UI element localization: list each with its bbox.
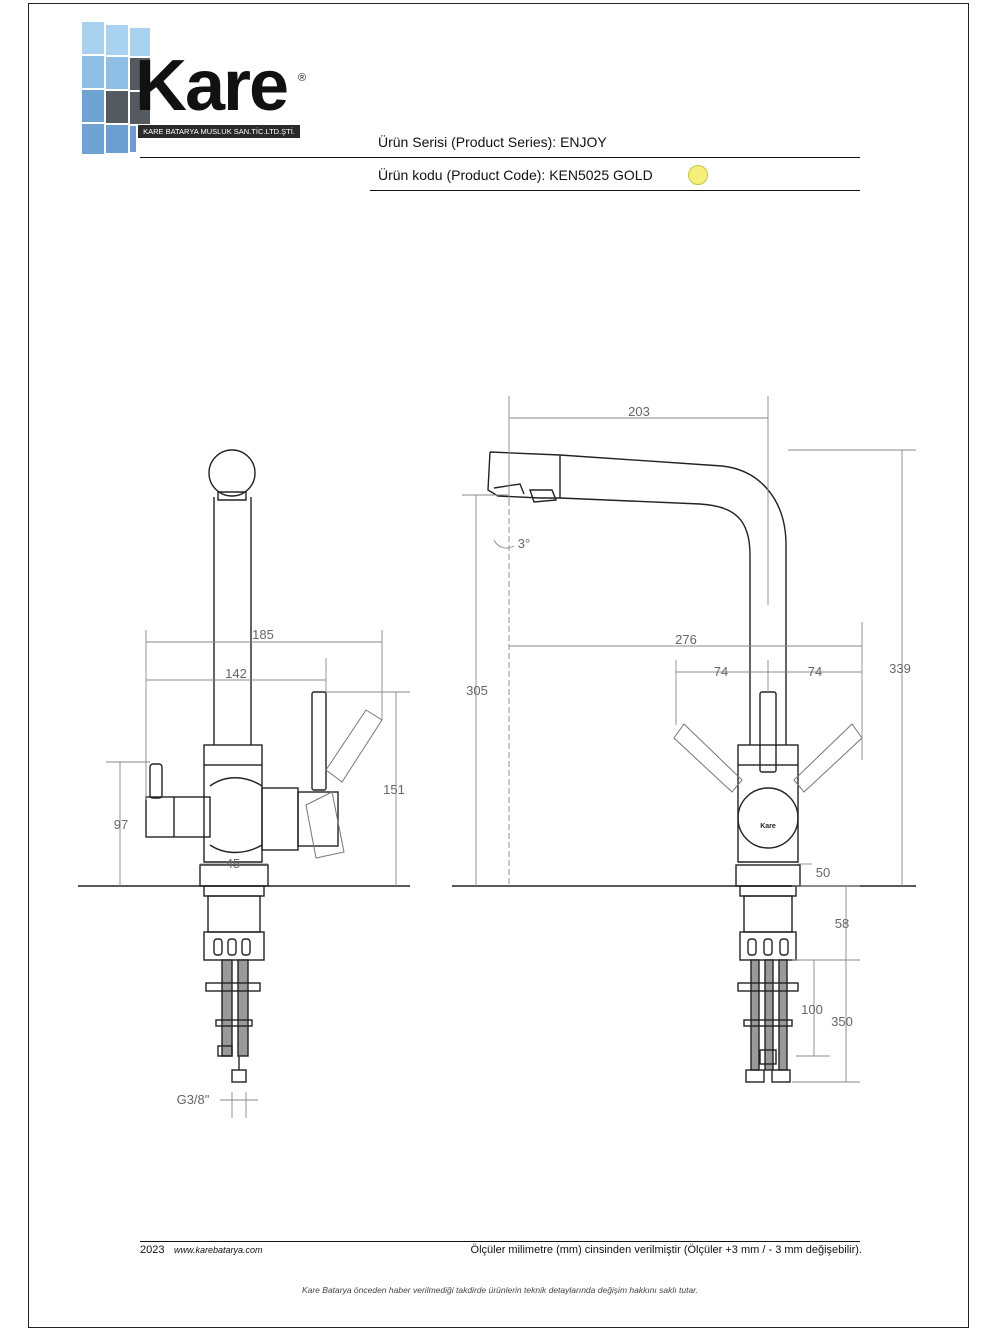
dim-74-right: 74: [808, 664, 822, 679]
dim-350: 350: [831, 1014, 853, 1029]
logo-wordmark: Kare: [135, 46, 289, 126]
dim-thread: G3/8": [177, 1092, 210, 1107]
registered-mark: ®: [298, 72, 307, 84]
dim-58: 58: [835, 916, 849, 931]
dim-276: 276: [675, 632, 697, 647]
dim-50: 50: [816, 865, 830, 880]
dim-100: 100: [801, 1002, 823, 1017]
footer-year: 2023: [140, 1244, 165, 1256]
side-view: [452, 451, 916, 1083]
dimension-labels: 185 142 97 151 45 G3/8" 203 3° 276 74 74…: [114, 404, 911, 1107]
dim-angle: 3°: [518, 536, 530, 551]
body-badge: Kare: [760, 823, 776, 830]
front-view: [78, 449, 410, 1083]
gold-finish-swatch: [688, 165, 708, 185]
footer-measurement-note: Ölçüler milimetre (mm) cinsinden verilmi…: [470, 1244, 862, 1256]
dim-97: 97: [114, 817, 128, 832]
side-dimension-lines: [462, 396, 916, 1083]
dim-74-left: 74: [714, 664, 728, 679]
footer-website: www.karebatarya.com: [174, 1245, 263, 1255]
dim-45: 45: [226, 856, 240, 871]
dim-185: 185: [252, 627, 274, 642]
dim-339: 339: [889, 661, 911, 676]
series-label: Ürün Serisi (Product Series):: [378, 134, 557, 150]
company-strip: KARE BATARYA MUSLUK SAN.TİC.LTD.ŞTİ.: [138, 125, 300, 138]
product-code: Ürün kodu (Product Code): KEN5025 GOLD: [378, 167, 653, 183]
front-dimension-lines: [106, 630, 410, 1118]
footer-disclaimer: Kare Batarya önceden haber verilmediği t…: [301, 1285, 699, 1295]
code-label: Ürün kodu (Product Code):: [378, 167, 546, 183]
code-value: KEN5025 GOLD: [549, 167, 653, 183]
product-series: Ürün Serisi (Product Series): ENJOY: [378, 134, 607, 150]
dim-142: 142: [225, 666, 247, 681]
code-rule: [370, 190, 860, 191]
series-value: ENJOY: [560, 134, 607, 150]
dim-203: 203: [628, 404, 650, 419]
logo-tile-icon: [82, 22, 150, 154]
header-rule: [140, 157, 860, 158]
dim-305: 305: [466, 683, 488, 698]
brand-logo: [82, 22, 322, 157]
footer-rule: [140, 1241, 860, 1242]
dim-151: 151: [383, 782, 405, 797]
page-frame: [28, 3, 969, 1328]
